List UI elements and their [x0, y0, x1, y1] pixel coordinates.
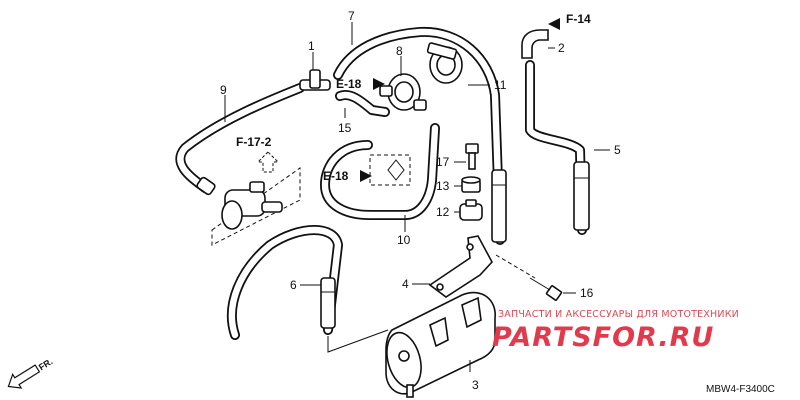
callout-4: 4: [402, 277, 409, 291]
part-11-clamp: [426, 42, 463, 84]
watermark-brand: PARTSFOR.RU: [492, 322, 714, 353]
part-3-canister: [385, 291, 496, 398]
callout-7: 7: [348, 9, 355, 23]
callout-12: 12: [436, 205, 450, 219]
f14-arrow-icon: [548, 18, 560, 30]
e18-mid-arrow-icon: [360, 170, 372, 182]
hose-5: [525, 60, 590, 235]
ref-f14: F-14: [566, 12, 591, 26]
front-label: FR.: [37, 356, 55, 372]
front-direction-marker: FR.: [7, 356, 55, 389]
part-1-joint: [299, 69, 331, 91]
hose-15: [335, 90, 390, 117]
ref-e18-top: E-18: [336, 77, 362, 91]
callout-11: 11: [494, 78, 507, 92]
leader-lines: [224, 22, 610, 372]
e18-top-arrow-icon: [373, 78, 385, 90]
callout-2: 2: [558, 41, 565, 55]
hose-10: [320, 123, 440, 220]
callout-1: 1: [308, 39, 315, 53]
callout-8: 8: [396, 44, 403, 58]
part-16-bolt: [529, 277, 563, 301]
callout-17: 17: [436, 155, 450, 169]
callout-6: 6: [290, 278, 297, 292]
part-17-bolt: [465, 143, 479, 170]
part-4-bracket: [428, 235, 493, 298]
pair-valve-assembly: [211, 167, 301, 246]
ref-f17-2: F-17-2: [236, 135, 272, 149]
callout-13: 13: [436, 179, 450, 193]
callout-16: 16: [580, 286, 594, 300]
hose-9: [175, 83, 305, 196]
callout-5: 5: [614, 143, 621, 157]
watermark-tagline: ЗАПЧАСТИ И АКСЕССУАРЫ ДЛЯ МОТОТЕХНИКИ: [498, 309, 739, 320]
hose-7: [333, 26, 507, 245]
part-12-mount: [459, 199, 483, 221]
callout-9: 9: [220, 83, 227, 97]
part-13-collar: [461, 176, 481, 193]
diagram-code: MBW4-F3400C: [706, 384, 775, 395]
callout-3: 3: [472, 378, 479, 392]
part-2-fitting: [521, 29, 549, 59]
up-arrow-icon: [256, 151, 280, 173]
part-8-valve: [379, 73, 427, 111]
ref-e18-mid: E-18: [323, 169, 349, 183]
hose-6: [226, 225, 343, 340]
callout-10: 10: [397, 233, 411, 247]
callout-15: 15: [338, 121, 352, 135]
e18-mid-marker: [369, 154, 411, 186]
